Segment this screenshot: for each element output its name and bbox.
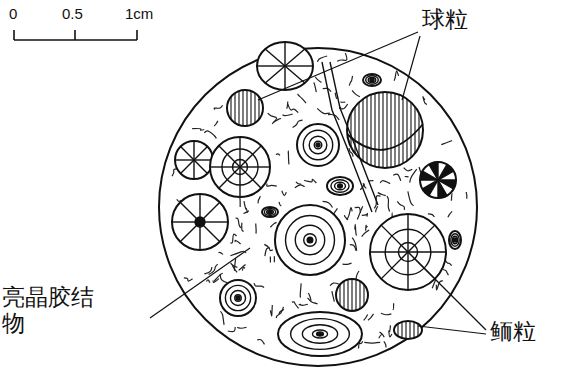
section-outline [159,48,477,366]
grain [327,177,353,195]
scale-number: 0.5 [62,5,83,22]
grain [262,207,278,217]
grains [172,42,461,356]
callout-label: 球粒 [422,6,468,32]
sparry-cement [172,53,467,348]
grain [172,194,228,250]
grain [278,312,362,356]
grain [420,162,456,198]
grain [394,321,422,339]
grain [227,90,263,126]
fracture [322,62,378,212]
grain [336,279,368,311]
grain [175,141,213,179]
scale-number: 0 [9,5,17,22]
grain [210,137,270,197]
callout-label: 鲕粒 [490,318,536,344]
grain [297,124,339,166]
grain [363,74,381,86]
grain [220,280,256,316]
leader-lines [150,32,486,334]
scale-bar [14,30,137,40]
grain [347,92,423,168]
grain [449,231,461,249]
grain [257,42,313,90]
callout-label: 亮晶胶结物 [2,284,102,337]
grain [275,205,345,275]
scale-unit: 1cm [125,5,153,22]
